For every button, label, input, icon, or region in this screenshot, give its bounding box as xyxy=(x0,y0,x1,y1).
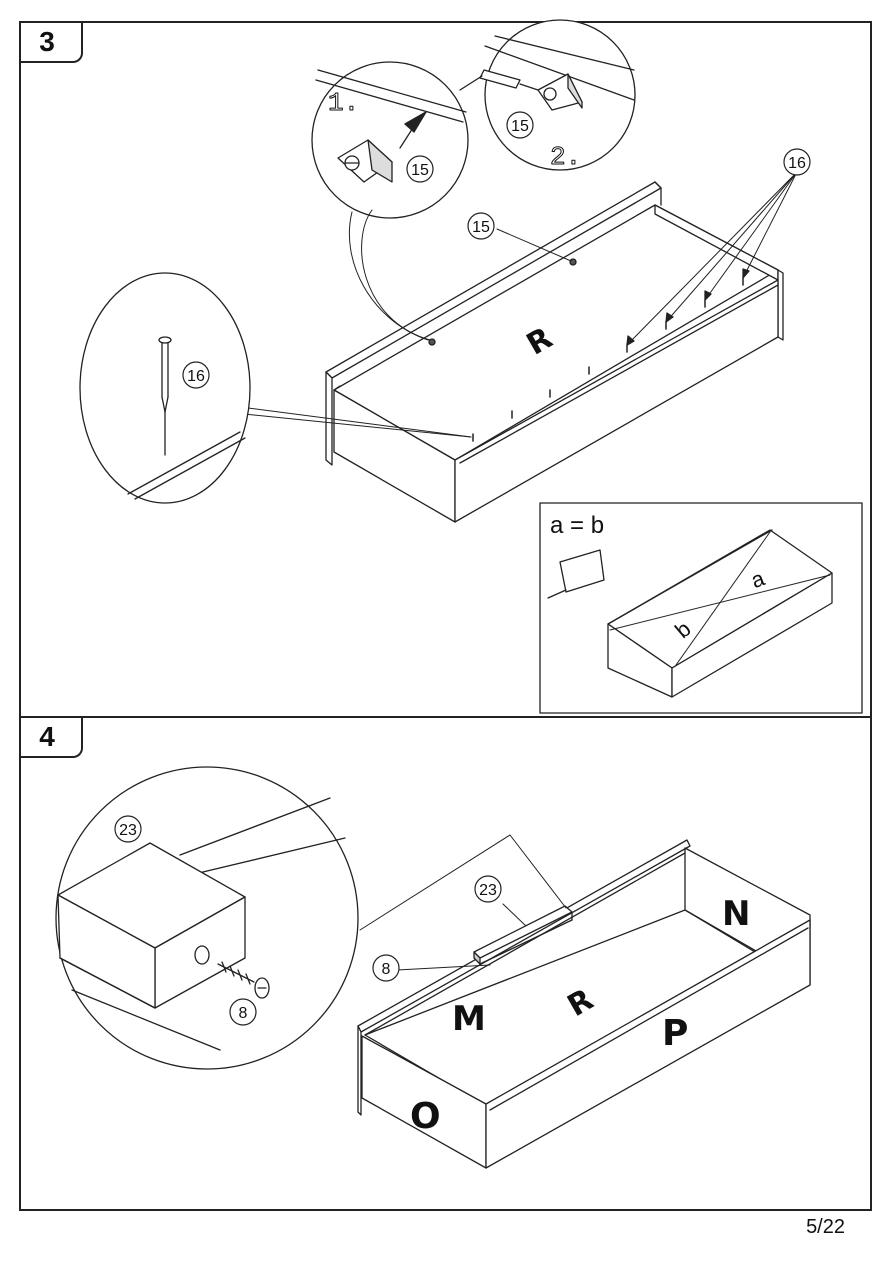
substep-2-label: 2. xyxy=(550,142,581,172)
callout-8-main: 8 xyxy=(382,961,391,978)
cam-detail-2 xyxy=(459,19,636,171)
instruction-frame xyxy=(19,21,872,1211)
measure-equation: a = b xyxy=(550,512,604,539)
callout-8-detail: 8 xyxy=(239,1005,248,1022)
panel-label-P: P xyxy=(662,1013,688,1054)
diagonal-measure-box xyxy=(539,502,863,714)
step-4-tab: 4 xyxy=(19,716,83,758)
step-4-drawer-assembly xyxy=(357,834,811,1169)
step-4-number: 4 xyxy=(39,721,55,752)
callout-23-detail: 23 xyxy=(119,822,137,839)
nail-row xyxy=(472,277,744,442)
panel-label-N: N xyxy=(722,894,750,934)
callout-23-main: 23 xyxy=(479,882,497,899)
callout-markers xyxy=(114,111,811,1026)
panel-label-M: M xyxy=(452,999,486,1039)
step-3-number: 3 xyxy=(39,26,55,57)
screw-detail-callout xyxy=(55,766,359,1070)
callout-15-detail-1: 15 xyxy=(411,162,429,179)
step-divider xyxy=(19,716,872,718)
callout-15-detail-2: 15 xyxy=(511,118,529,135)
page-number: 5/22 xyxy=(806,1216,845,1238)
nail-detail-callout xyxy=(79,272,251,504)
cam-fitting-1 xyxy=(428,338,436,346)
callout-16-detail: 16 xyxy=(187,368,205,385)
step-3-tab: 3 xyxy=(19,21,83,63)
cam-fitting-2 xyxy=(569,258,577,266)
callout-16-main: 16 xyxy=(788,155,806,172)
step-3-drawer-assembly xyxy=(243,171,798,523)
panel-label-O: O xyxy=(410,1096,441,1137)
screw-icon xyxy=(217,961,270,999)
substep-1-label: 1. xyxy=(328,88,359,118)
callout-15-main: 15 xyxy=(472,219,490,236)
